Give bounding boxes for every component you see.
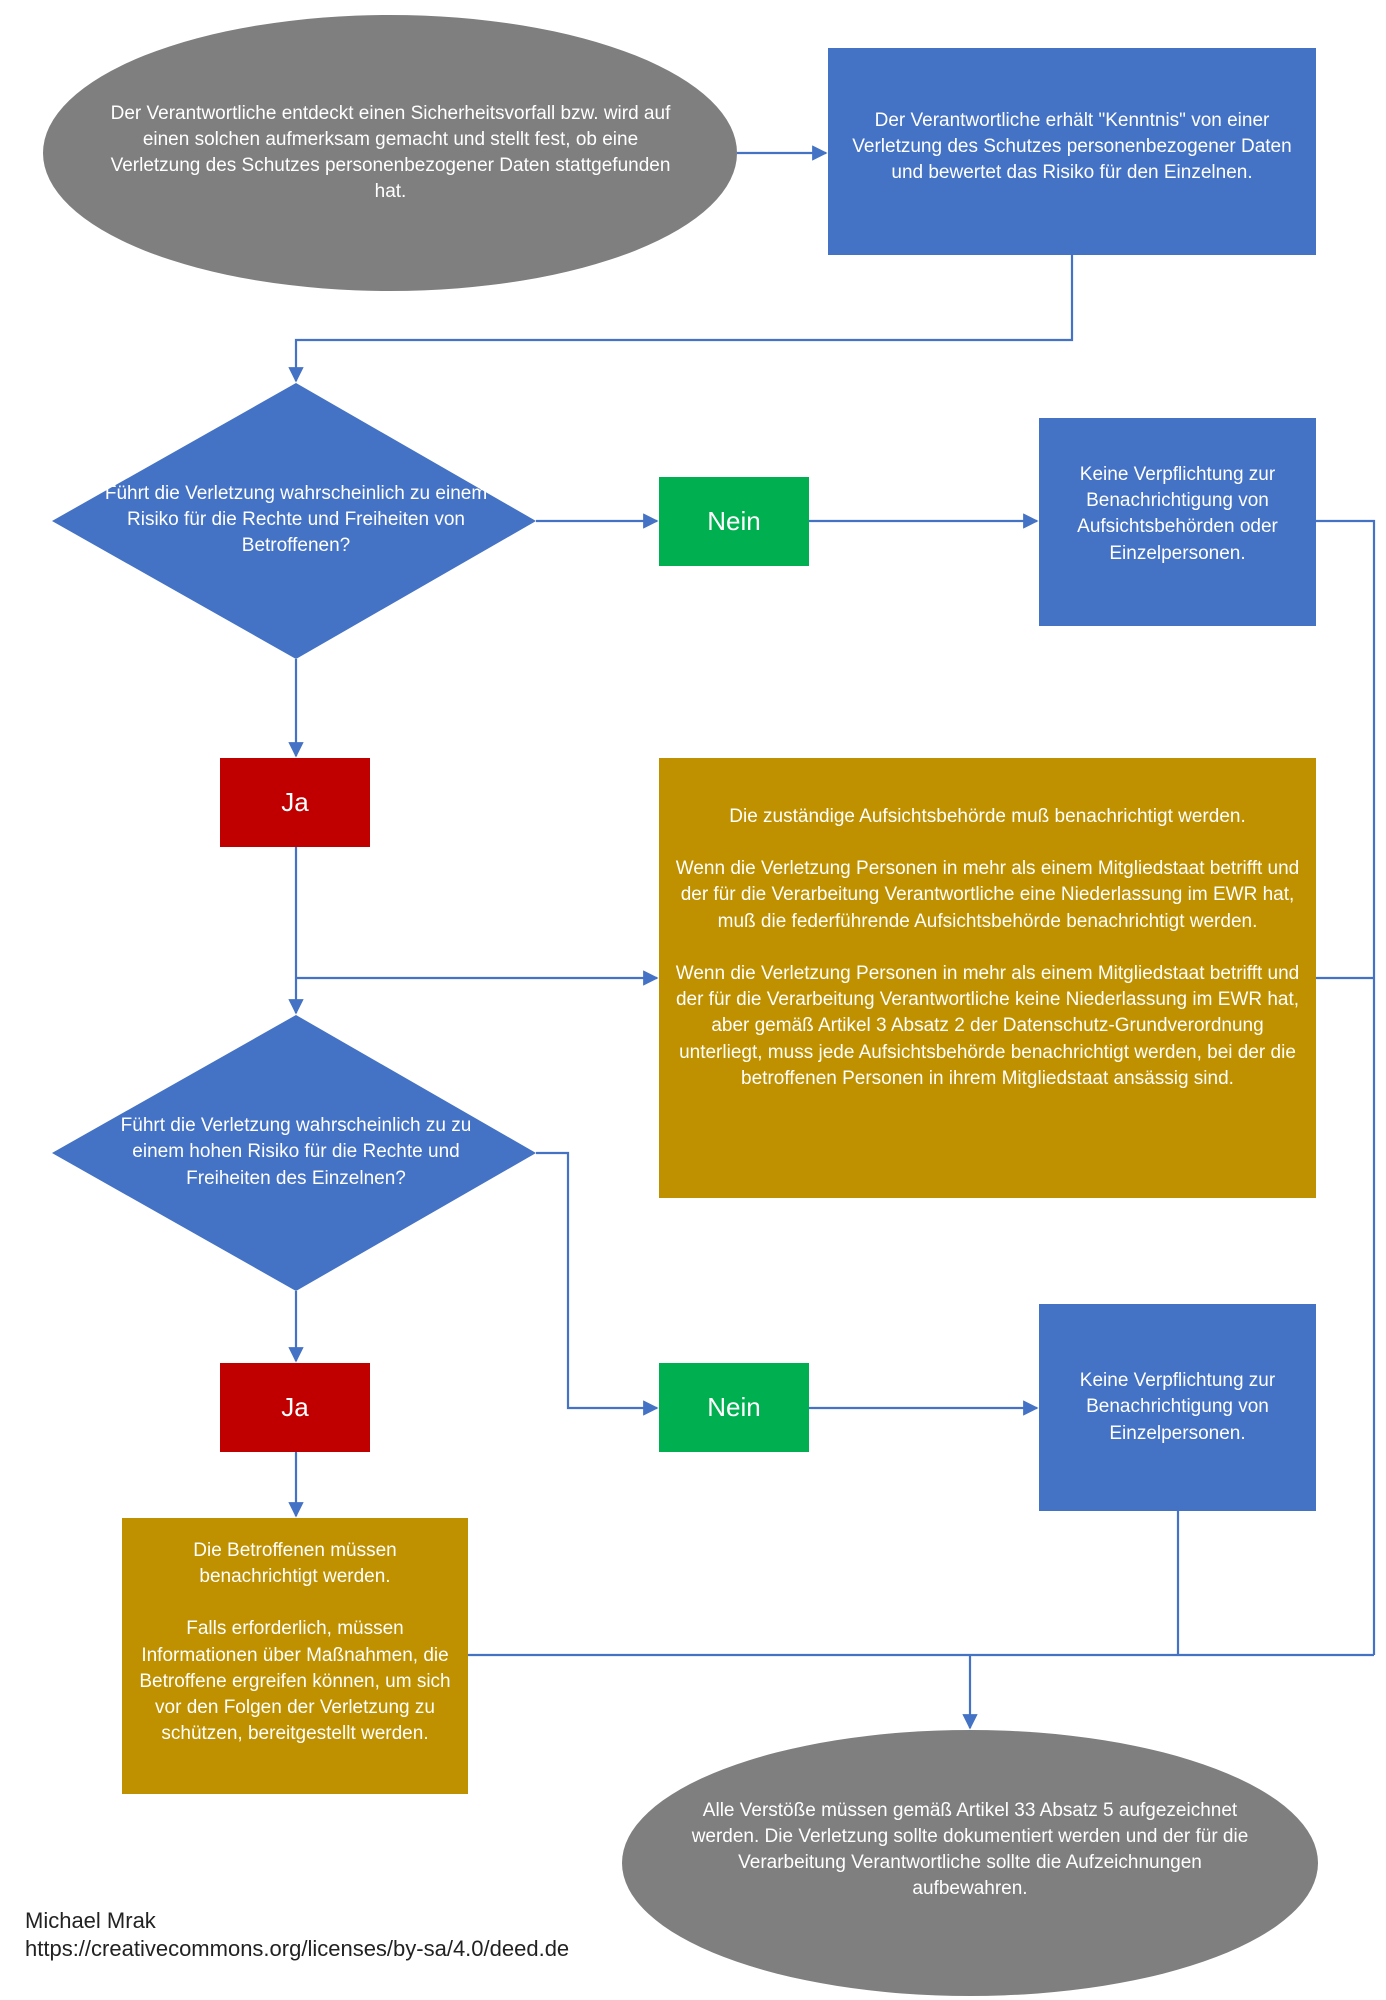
arrow-knowledge-to-decision1 (288, 255, 1074, 383)
subjects-paragraph-2: Falls erforderlich, müssen Informationen… (139, 1618, 451, 1745)
knowledge-text: Der Verantwortliche erhält "Kenntnis" vo… (852, 110, 1292, 184)
yes1-box (220, 758, 370, 847)
subjects-box (122, 1518, 468, 1794)
yes2-box (220, 1363, 370, 1452)
no1-label: Nein (707, 505, 761, 536)
credit-author: Michael Mrak (25, 1908, 156, 1933)
authority-text: Die zuständige Aufsichtsbehörde muß bena… (670, 758, 1305, 1198)
no-duty2-box (1039, 1304, 1316, 1511)
start-ellipse (43, 15, 737, 291)
no1-box (659, 477, 809, 566)
end-text: Alle Verstöße müssen gemäß Artikel 33 Ab… (691, 1799, 1249, 1900)
subjects-text: Die Betroffenen müssen benachrichtigt we… (132, 1518, 458, 1794)
authority-paragraph-1: Die zuständige Aufsichtsbehörde muß bena… (729, 806, 1246, 827)
authority-paragraph-2: Wenn die Verletzung Personen in mehr als… (675, 858, 1300, 932)
arrow-decision2-to-no2 (536, 1151, 659, 1416)
start-text: Der Verantwortliche entdeckt einen Siche… (110, 102, 671, 203)
authority-box (659, 758, 1316, 1198)
subjects-paragraph-1: Die Betroffenen müssen benachrichtigt we… (193, 1540, 397, 1588)
no2-box (659, 1363, 809, 1452)
line-noduty1-to-bus (1316, 519, 1376, 1655)
decision2-diamond (52, 1015, 536, 1291)
subjects-paragraphs: Die Betroffenen müssen benachrichtigt we… (132, 1538, 458, 1748)
no-duty1-box (1039, 418, 1316, 626)
authority-paragraphs: Die zuständige Aufsichtsbehörde muß bena… (670, 804, 1305, 1092)
decision1-text: Führt die Verletzung wahrscheinlich zu e… (104, 482, 488, 557)
end-ellipse (622, 1730, 1318, 1996)
no2-label: Nein (707, 1391, 761, 1422)
decision1-diamond (52, 383, 536, 659)
decision2-text: Führt die Verletzung wahrscheinlich zu z… (120, 1115, 472, 1189)
yes2-label: Ja (281, 1391, 309, 1422)
knowledge-box (828, 48, 1316, 255)
credit-license-link[interactable]: https://creativecommons.org/licenses/by-… (25, 1936, 570, 1961)
authority-paragraph-3: Wenn die Verletzung Personen in mehr als… (675, 962, 1300, 1089)
no-duty1-text: Keine Verpflichtung zur Benachrichtigung… (1077, 464, 1278, 564)
no-duty2-text: Keine Verpflichtung zur Benachrichtigung… (1079, 1370, 1276, 1444)
yes1-label: Ja (281, 786, 309, 817)
